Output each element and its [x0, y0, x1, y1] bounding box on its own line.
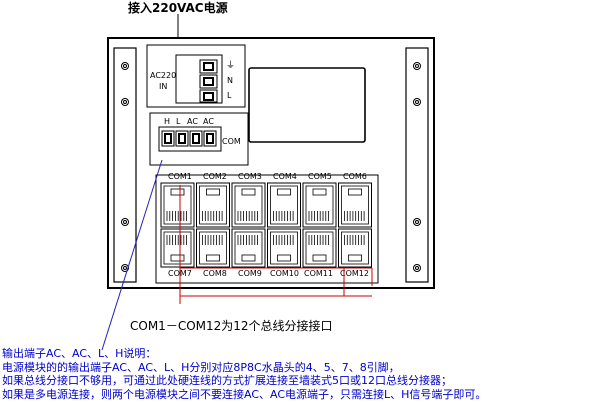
rj45-port-12	[338, 228, 372, 268]
power-terminal-pins	[199, 59, 218, 103]
port-label-com9: COM9	[238, 269, 262, 278]
output-terminal-pins	[161, 130, 217, 147]
port-label-com6: COM6	[343, 172, 367, 181]
port-label-com2: COM2	[203, 172, 227, 181]
output-leader-line	[101, 159, 163, 351]
notes-heading: 输出端子AC、AC、L、H说明：	[2, 346, 156, 360]
output-pin-label-ac2: AC	[203, 117, 214, 126]
port-label-com5: COM5	[308, 172, 332, 181]
notes-line-3: 如果是多电源连接，则两个电源模块之间不要连接AC、AC电源端子，只需连接L、H信…	[2, 387, 486, 401]
power-pin-label-n: N	[227, 76, 233, 85]
port-label-com10: COM10	[270, 269, 299, 278]
rj45-port-6	[338, 182, 372, 228]
port-label-com4: COM4	[273, 172, 297, 181]
port-label-com11: COM11	[304, 269, 333, 278]
ports-annotation: COM1－COM12为12个总线分接接口	[130, 318, 333, 333]
ground-symbol-icon: ⏚	[226, 60, 235, 71]
rj45-port-7	[160, 228, 195, 268]
rj45-port-3	[231, 182, 266, 228]
display-window	[248, 67, 366, 143]
output-pin-label-l: L	[176, 117, 181, 126]
power-pin-label-l: L	[227, 91, 232, 100]
power-input-label-line1: AC220	[150, 71, 176, 80]
port-label-com3: COM3	[238, 172, 262, 181]
output-pin-label-h: H	[164, 117, 170, 126]
notes-line-2: 如果总线分接口不够用，可通过此处硬连线的方式扩展连接至墙装式5口或12口总线分接…	[2, 373, 452, 387]
port-label-com1: COM1	[168, 172, 192, 181]
port-label-com8: COM8	[203, 269, 227, 278]
power-input-label-line2: IN	[159, 82, 167, 91]
rj45-port-2	[196, 182, 230, 228]
notes-line-1: 电源模块的的输出端子AC、AC、L、H分别对应8P8C水晶头的4、5、7、8引脚…	[2, 360, 400, 374]
rj45-port-1	[160, 182, 195, 228]
rj45-port-5	[302, 182, 337, 228]
port-label-com12: COM12	[340, 269, 369, 278]
port-array	[160, 182, 372, 268]
output-pin-label-ac1: AC	[187, 117, 198, 126]
right-mounting-rail	[405, 47, 429, 283]
output-com-label: COM	[222, 137, 241, 146]
rj45-port-8	[196, 228, 230, 268]
power-source-label: 接入220VAC电源	[128, 0, 228, 15]
screw-icons	[121, 62, 421, 272]
rj45-port-10	[267, 228, 301, 268]
left-mounting-rail	[113, 47, 137, 283]
rj45-port-9	[231, 228, 266, 268]
rj45-port-4	[267, 182, 301, 228]
ports-leader-lines	[179, 185, 373, 304]
power-terminal-block	[175, 54, 223, 104]
rj45-port-11	[302, 228, 337, 268]
